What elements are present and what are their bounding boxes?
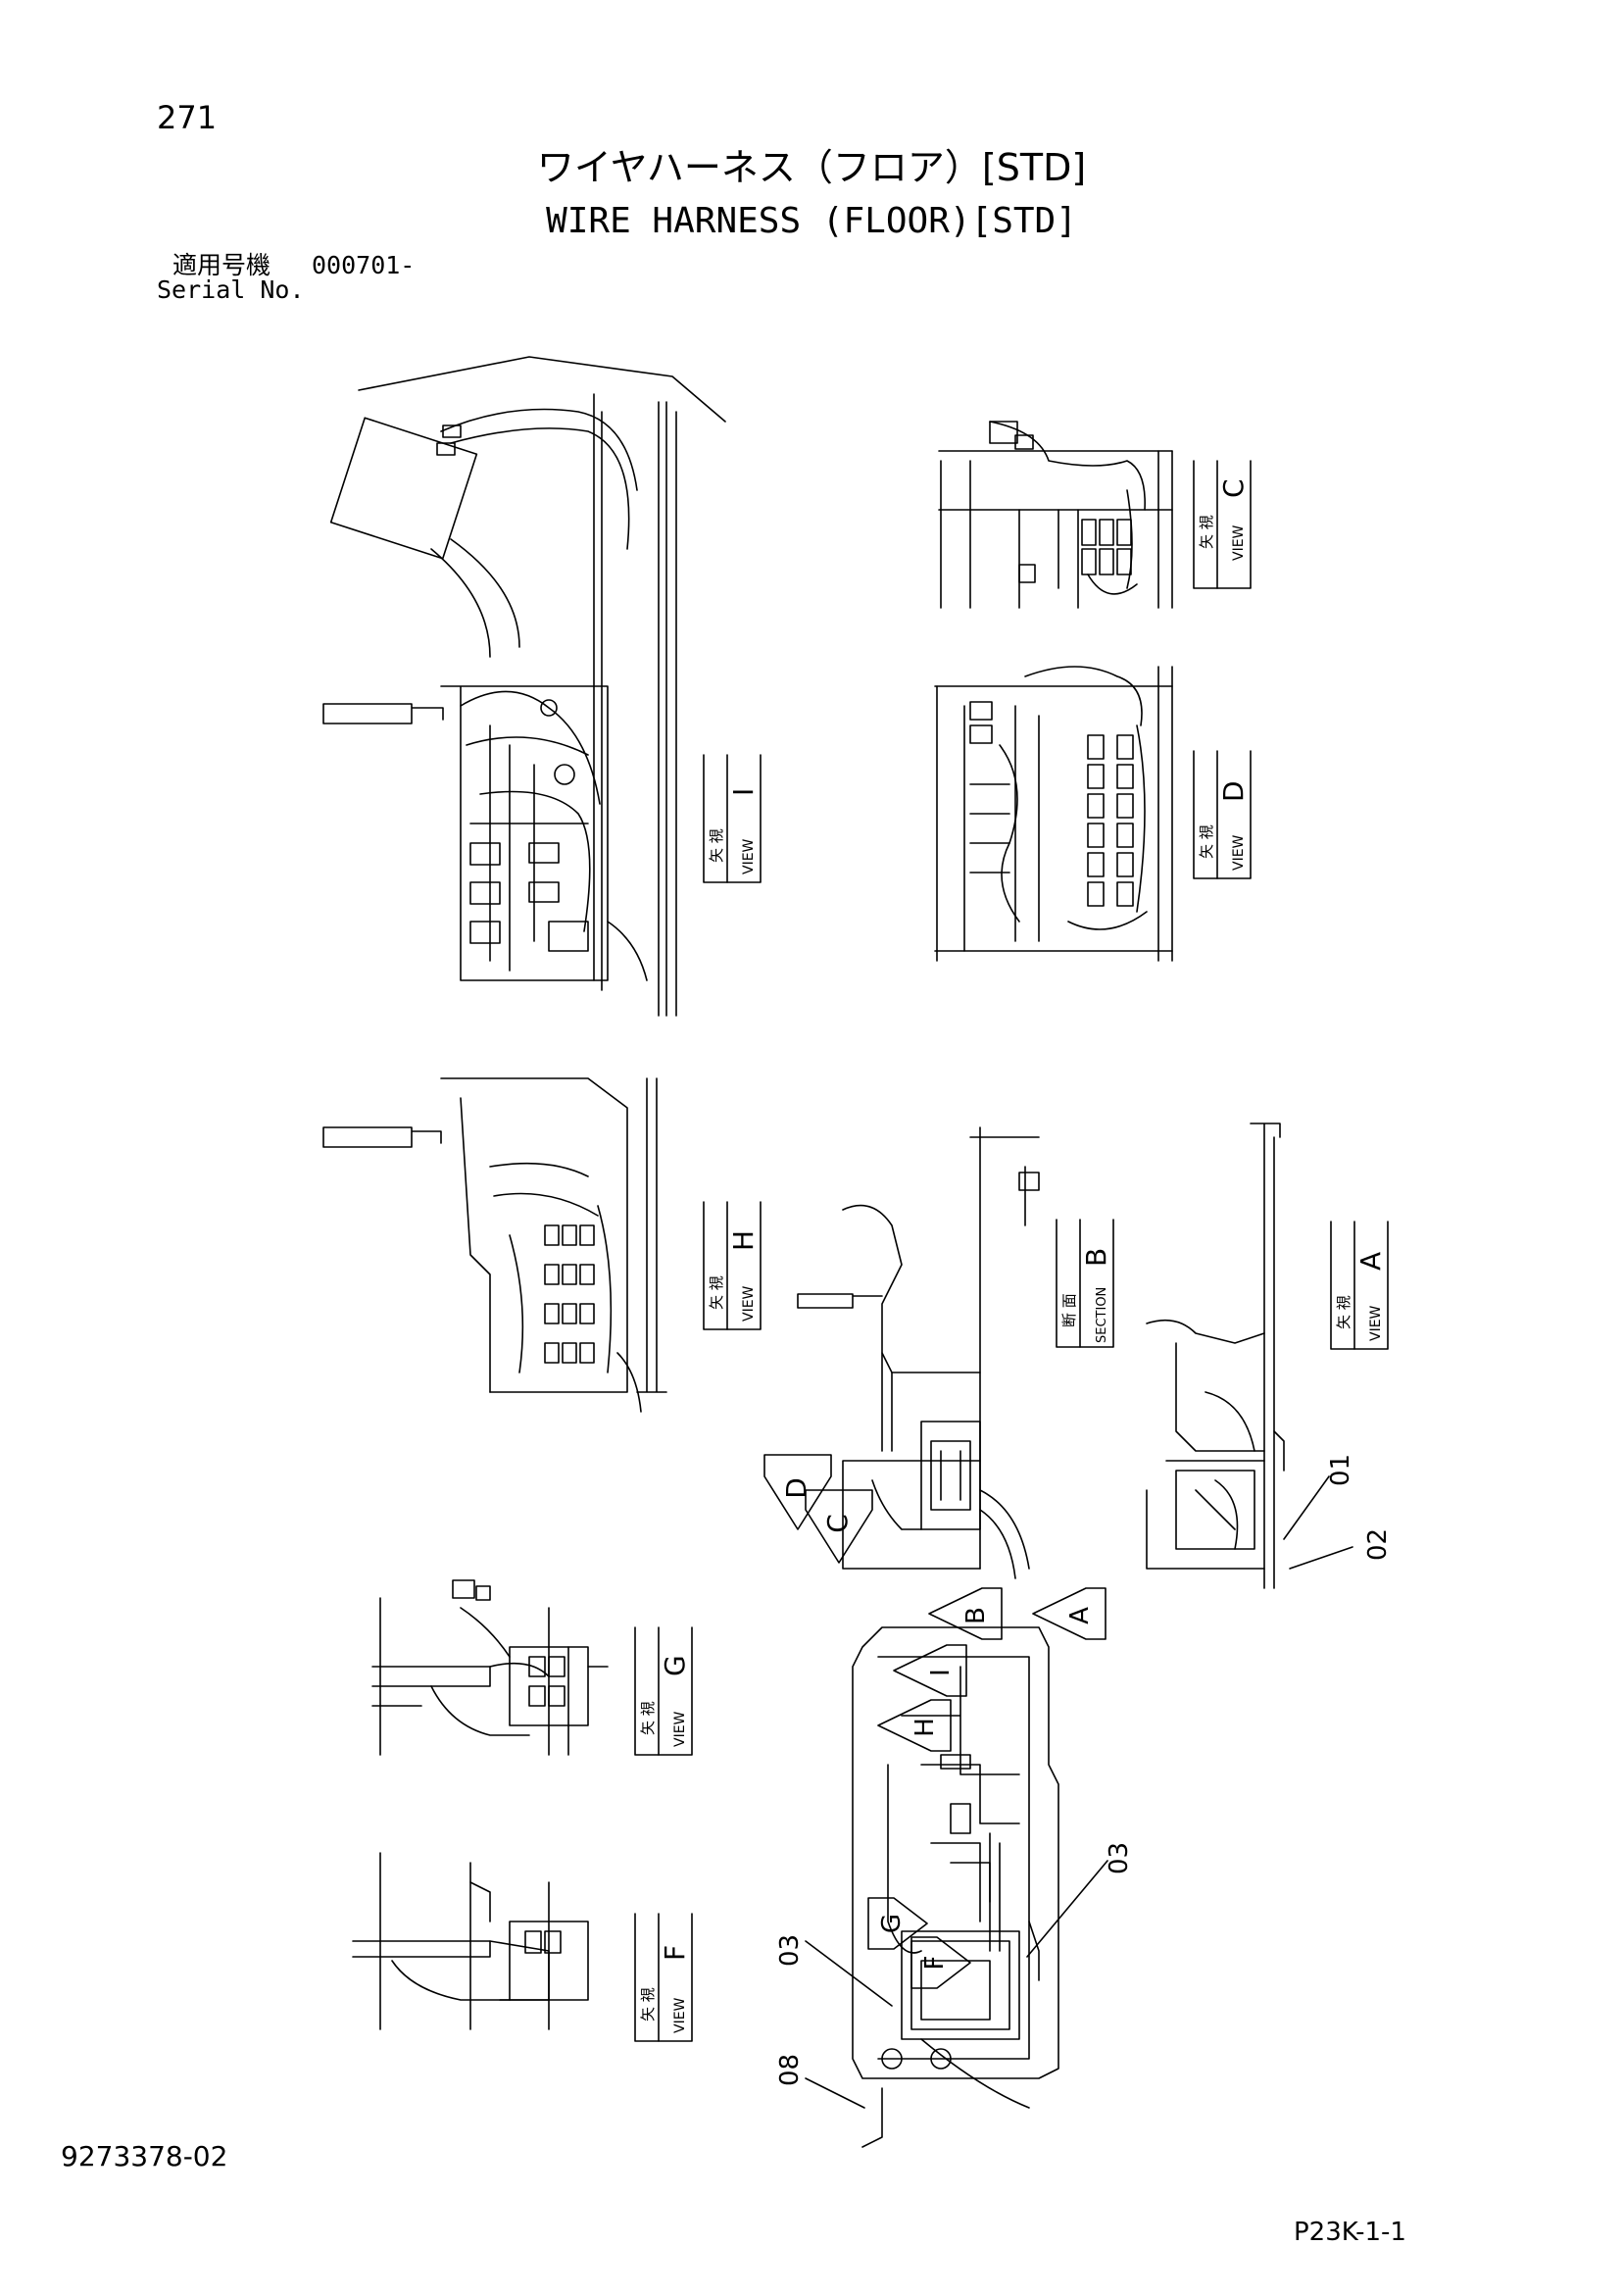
page-number: 271 <box>157 99 218 136</box>
view-f-drawing <box>352 1852 589 2030</box>
arrow-marker-a: A <box>1032 1587 1107 1640</box>
svg-text:03: 03 <box>775 1934 805 1967</box>
callout-03-right: 03 <box>1026 1842 1134 1958</box>
svg-text:I: I <box>926 1669 956 1676</box>
title-japanese: ワイヤハーネス（フロア）[STD] <box>536 146 1087 189</box>
callout-01: 01 <box>1283 1454 1355 1540</box>
arrow-marker-h: H <box>877 1699 952 1752</box>
svg-text:C: C <box>821 1514 854 1533</box>
section-b-kanji: 断 面 <box>1060 1293 1078 1327</box>
view-a-label: VIEW <box>1368 1305 1384 1341</box>
view-i-kanji: 矢 視 <box>708 828 725 863</box>
view-h-letter: H <box>727 1230 760 1251</box>
view-h-kanji: 矢 視 <box>708 1275 725 1310</box>
callout-08: 08 <box>775 2054 865 2109</box>
svg-text:01: 01 <box>1326 1454 1355 1486</box>
svg-text:02: 02 <box>1363 1528 1393 1561</box>
svg-text:B: B <box>961 1607 991 1624</box>
view-label-f: 矢 視 VIEW F <box>634 1913 693 2042</box>
view-h-drawing <box>322 1077 667 1413</box>
view-d-letter: D <box>1217 780 1250 802</box>
view-d-label: VIEW <box>1231 834 1247 871</box>
view-f-kanji: 矢 視 <box>639 1987 657 2021</box>
view-a-drawing <box>1146 1123 1285 1589</box>
view-label-a: 矢 視 VIEW A <box>1330 1221 1389 1350</box>
view-g-letter: G <box>659 1655 691 1676</box>
callout-03-left: 03 <box>775 1934 893 2007</box>
section-b-drawing <box>797 1126 1040 1579</box>
view-h-label: VIEW <box>741 1285 757 1322</box>
arrow-marker-f: F <box>910 1936 971 1989</box>
view-c-kanji: 矢 視 <box>1198 515 1215 549</box>
arrow-marker-c: C <box>805 1489 873 1564</box>
view-c-drawing <box>938 421 1173 609</box>
svg-text:A: A <box>1065 1607 1095 1624</box>
view-label-h: 矢 視 VIEW H <box>703 1201 762 1330</box>
plan-view-drawing <box>852 1626 1059 2148</box>
serial-label-japanese: 適用号機 <box>172 251 271 279</box>
view-label-d: 矢 視 VIEW D <box>1193 750 1252 879</box>
view-label-i: 矢 視 VIEW I <box>703 754 762 883</box>
section-b-label: SECTION <box>1095 1287 1109 1343</box>
svg-text:F: F <box>920 1956 950 1971</box>
arrow-marker-g: G <box>867 1897 928 1950</box>
view-a-kanji: 矢 視 <box>1335 1295 1352 1329</box>
title-english: WIRE HARNESS (FLOOR)[STD] <box>546 201 1077 241</box>
arrow-marker-i: I <box>893 1644 967 1697</box>
section-b-letter: B <box>1080 1248 1112 1267</box>
page-code: P23K-1-1 <box>1294 2218 1406 2247</box>
svg-text:03: 03 <box>1105 1842 1134 1874</box>
view-d-kanji: 矢 視 <box>1198 824 1215 859</box>
view-label-g: 矢 視 VIEW G <box>634 1626 693 1756</box>
view-c-letter: C <box>1217 478 1250 498</box>
svg-text:08: 08 <box>775 2054 805 2086</box>
view-label-c: 矢 視 VIEW C <box>1193 460 1252 589</box>
view-i-label: VIEW <box>741 838 757 874</box>
view-a-letter: A <box>1354 1252 1387 1271</box>
document-number: 9273378-02 <box>61 2140 228 2172</box>
serial-number-value: 000701- <box>312 251 416 279</box>
view-g-label: VIEW <box>672 1711 688 1747</box>
svg-text:G: G <box>877 1914 907 1933</box>
view-c-label: VIEW <box>1231 524 1247 561</box>
arrow-marker-d: D <box>763 1454 832 1530</box>
view-d-drawing <box>934 666 1173 962</box>
view-g-kanji: 矢 視 <box>639 1701 657 1735</box>
view-label-b: 断 面 SECTION B <box>1056 1219 1114 1348</box>
callout-02: 02 <box>1289 1528 1393 1570</box>
svg-text:H: H <box>910 1718 940 1737</box>
view-g-drawing <box>371 1579 609 1756</box>
svg-text:D: D <box>780 1477 812 1499</box>
view-f-label: VIEW <box>672 1997 688 2033</box>
view-i-drawing <box>322 356 726 1017</box>
serial-label-english: Serial No. <box>157 275 305 304</box>
view-f-letter: F <box>659 1945 691 1961</box>
arrow-marker-b: B <box>928 1587 1003 1640</box>
view-i-letter: I <box>727 788 760 796</box>
